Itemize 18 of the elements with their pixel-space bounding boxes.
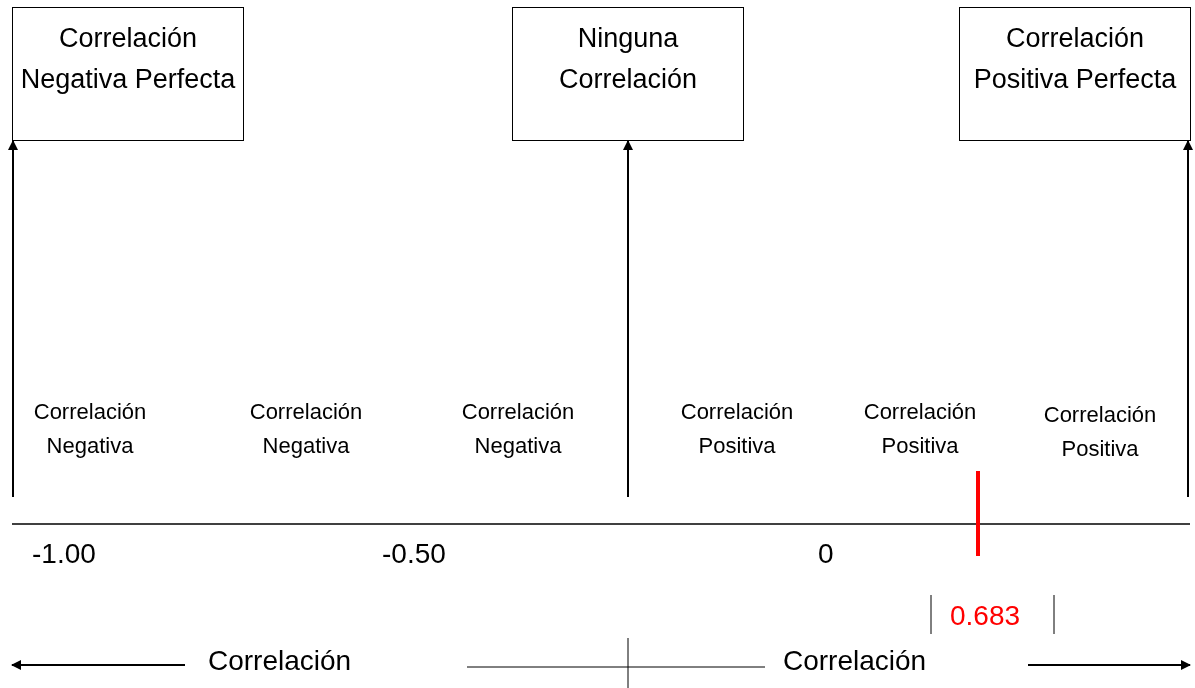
arrow xyxy=(623,140,633,498)
tick-label: -1.00 xyxy=(32,538,96,570)
label-box: Ninguna Correlación xyxy=(512,7,744,141)
axis-label: Correlación xyxy=(783,645,927,677)
value-label: 0.683 xyxy=(950,600,1021,632)
category-label: Correlación Negativa xyxy=(32,398,148,461)
label-box: Correlación Negativa Perfecta xyxy=(12,7,244,141)
label-box: Correlación Positiva Perfecta xyxy=(959,7,1191,141)
tick-label: -0.50 xyxy=(382,538,446,570)
arrow xyxy=(1183,140,1193,498)
axis-label: Correlación xyxy=(208,645,352,677)
tick-label: 0 xyxy=(818,538,834,570)
category-label: Correlación Positiva xyxy=(1042,401,1158,464)
arrow xyxy=(8,140,18,498)
category-label: Correlación Positiva xyxy=(679,398,795,461)
category-label: Correlación Negativa xyxy=(248,398,364,461)
category-label: Correlación Negativa xyxy=(460,398,576,461)
category-label: Correlación Positiva xyxy=(862,398,978,461)
